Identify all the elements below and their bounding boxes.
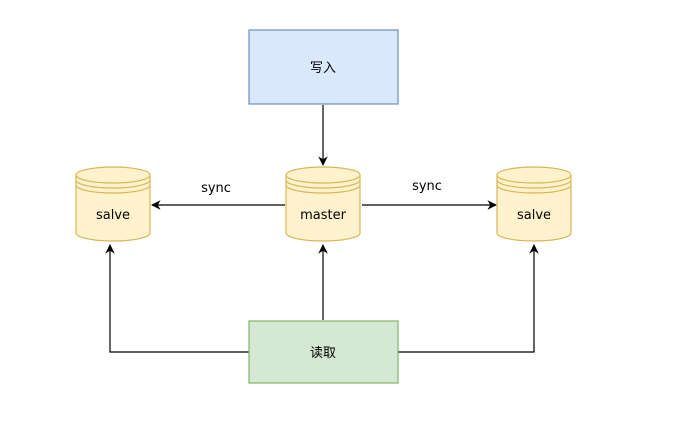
master-database: [285, 166, 361, 242]
edge-read-to-slave-right: [398, 244, 539, 353]
master-cylinder-ring-2: [285, 184, 361, 194]
slave-left-cylinder-top: [75, 166, 151, 184]
master-cylinder-top: [285, 166, 361, 184]
edge-label-sync-right: sync: [412, 179, 442, 194]
master-cylinder-ring-1: [285, 179, 361, 189]
read-node: 读取: [248, 320, 399, 384]
slave-right-cylinder-ring-1: [496, 179, 572, 189]
write-node: 写入: [248, 29, 399, 105]
write-box: [248, 29, 399, 105]
edge-read-to-slave-left: [105, 244, 249, 353]
master-label: master: [300, 208, 346, 223]
edges: [105, 105, 539, 353]
read-label: 读取: [310, 346, 336, 361]
slave-left-database: [75, 166, 151, 242]
edge-label-sync-left: sync: [201, 181, 231, 196]
slave-left-cylinder-ring-1: [75, 179, 151, 189]
slave-right-label: salve: [517, 208, 551, 223]
read-box: [248, 320, 399, 384]
slave-left-cylinder-ring-2: [75, 184, 151, 194]
write-label: 写入: [310, 61, 336, 76]
slave-right-cylinder-top: [496, 166, 572, 184]
slave-right-cylinder-ring-2: [496, 184, 572, 194]
slave-left-label: salve: [96, 208, 130, 223]
slave-right-database: [496, 166, 572, 242]
